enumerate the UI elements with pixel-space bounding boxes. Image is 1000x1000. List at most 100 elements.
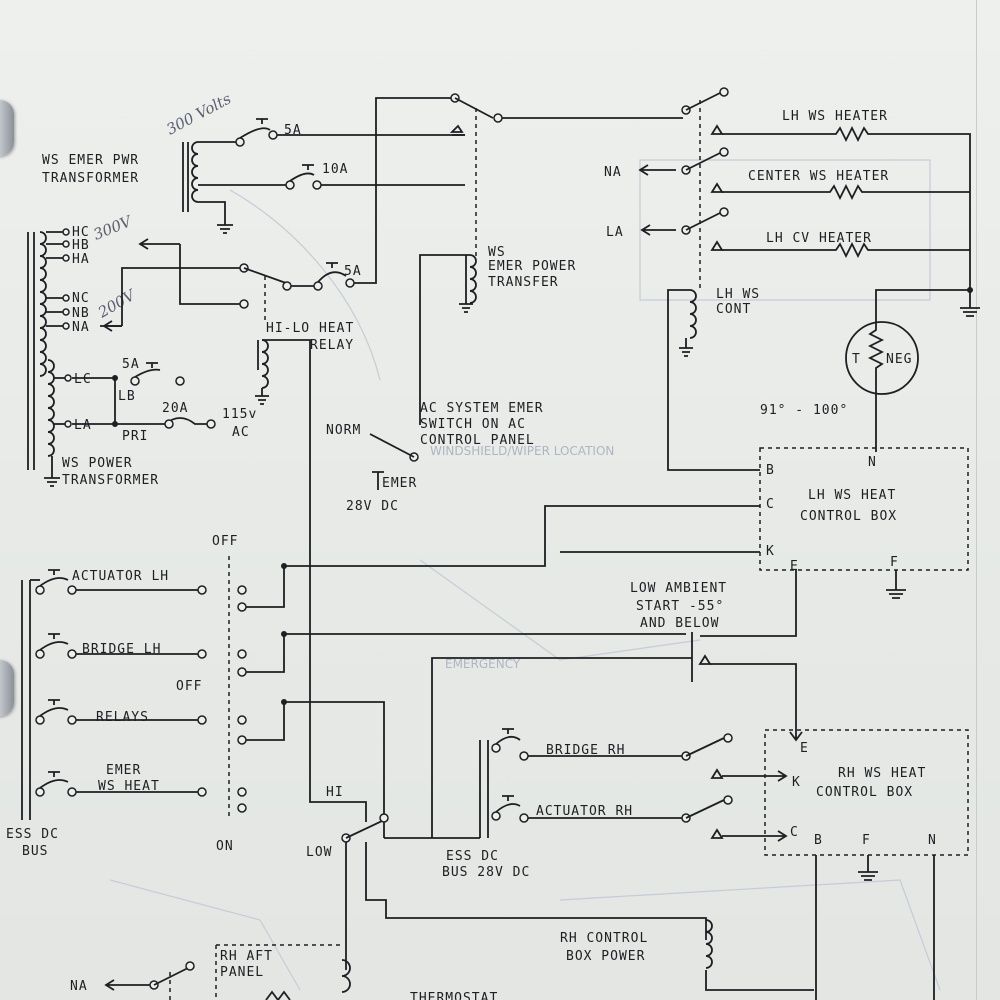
rh-aft-panel-label-2: PANEL	[220, 965, 264, 980]
relays-label: RELAYS	[96, 710, 149, 725]
rh-box-pin-e: E	[800, 741, 809, 756]
bottom-section: NA RH AFT PANEL THERMOSTAT	[70, 944, 498, 1000]
ws-transfer-label-2: EMER POWER	[488, 259, 576, 274]
ac-emer-label-3: CONTROL PANEL	[420, 433, 535, 448]
actuator-rh-label: ACTUATOR RH	[536, 804, 633, 819]
rh-ws-heat-control-box: E K C B F N RH WS HEAT CONTROL BOX	[764, 729, 969, 1000]
bleed-text-1: WINDSHIELD/WIPER LOCATION	[430, 444, 614, 458]
hi-label: HI	[326, 785, 344, 800]
thermostat-label: THERMOSTAT	[410, 991, 498, 1000]
rh-box-pin-b: B	[814, 833, 823, 848]
na-right-label: NA	[604, 165, 622, 180]
low-ambient-label-2: START -55°	[636, 599, 724, 614]
ws-emer-pwr-label-1: WS EMER PWR	[42, 153, 139, 168]
handwritten-300v: 300V	[91, 211, 136, 243]
page-margin-line	[976, 0, 977, 1000]
lh-box-pin-k: K	[766, 544, 775, 559]
emer-ws-heat-label-1: EMER	[106, 763, 141, 778]
rh-box-title-1: RH WS HEAT	[838, 766, 926, 781]
ac-emer-label-2: SWITCH ON AC	[420, 417, 526, 432]
handwritten-300-volts: 300 Volts	[163, 89, 234, 138]
tap-ha: HA	[72, 252, 90, 267]
off-mid-label: OFF	[176, 679, 202, 694]
cb-5a-lb-label: 5A	[122, 357, 140, 372]
emer-ws-heat-label-2: WS HEAT	[98, 779, 160, 794]
ws-transfer-label-3: TRANSFER	[488, 275, 559, 290]
rh-aft-panel-label-1: RH AFT	[220, 949, 273, 964]
rh-box-pin-k: K	[792, 775, 801, 790]
rh-power-label-1: RH CONTROL	[560, 931, 648, 946]
temp-range-label: 91° - 100°	[760, 403, 848, 418]
thermistor-sensor: T NEG 91° - 100°	[760, 289, 970, 452]
hi-lo-heat-relay: HI-LO HEAT RELAY	[255, 321, 354, 790]
low-label: LOW	[306, 845, 332, 860]
lh-box-pin-f: F	[890, 555, 899, 570]
cb-5a-mid-label: 5A	[344, 264, 362, 279]
tap-na: NA	[72, 320, 90, 335]
na-bottom-label: NA	[70, 979, 88, 994]
bleed-text-2: EMERGENCY	[445, 657, 521, 671]
ws-emer-pwr-transformer: WS EMER PWR TRANSFORMER 5A 10A	[42, 118, 465, 234]
ws-emer-power-transfer-relay: WS EMER POWER TRANSFER	[419, 93, 683, 425]
la-right-label: LA	[606, 225, 624, 240]
tap-hb: HB	[72, 238, 90, 253]
rh-box-pin-c: C	[790, 825, 799, 840]
rh-control-box-power-relay: RH CONTROL BOX POWER	[560, 919, 814, 991]
ws-emer-pwr-label-2: TRANSFORMER	[42, 171, 139, 186]
on-label: ON	[216, 839, 234, 854]
tap-nc: NC	[72, 291, 90, 306]
rh-box-pin-n: N	[928, 833, 937, 848]
tap-hc: HC	[72, 225, 90, 240]
lh-ws-heat-control-box: B C K E F N LH WS HEAT CONTROL BOX	[284, 447, 969, 637]
terminal	[235, 137, 245, 147]
lh-box-pin-e: E	[790, 559, 799, 574]
hi-lo-relay-label-1: HI-LO HEAT	[266, 321, 354, 336]
binder-ring-bottom	[0, 660, 14, 716]
off-top-label: OFF	[212, 534, 238, 549]
ws-transfer-label-1: WS	[488, 245, 506, 260]
lh-ws-heater-label: LH WS HEATER	[782, 109, 888, 124]
ac-system-emer-switch: AC SYSTEM EMER SWITCH ON AC CONTROL PANE…	[326, 401, 544, 514]
lh-box-title-1: LH WS HEAT	[808, 488, 896, 503]
ess-dc-bus-28-label-2: BUS 28V DC	[442, 865, 530, 880]
terminal	[312, 180, 322, 190]
ws-power-label-2: TRANSFORMER	[62, 473, 159, 488]
thermistor-t-label: T	[852, 352, 861, 367]
pri-label: PRI	[122, 429, 148, 444]
terminal	[285, 180, 295, 190]
tap-nb: NB	[72, 306, 90, 321]
actuator-lh-label: ACTUATOR LH	[72, 569, 169, 584]
rh-box-title-2: CONTROL BOX	[816, 785, 913, 800]
ws-power-label-1: WS POWER	[62, 456, 133, 471]
hi-low-relay-contacts: HI LOW	[306, 785, 707, 970]
lh-box-pin-b: B	[766, 463, 775, 478]
rh-bus-switches: BRIDGE RH ACTUATOR RH ESS DC BUS 28V DC	[442, 728, 788, 880]
ess-dc-bus-28-label-1: ESS DC	[446, 849, 499, 864]
ws-power-transformer: HC HB HA NC NB NA LC LA WS POWER TRANSFO…	[27, 225, 256, 488]
lh-box-pin-n: N	[868, 455, 877, 470]
lh-ws-cont-label-2: CONT	[716, 302, 751, 317]
rh-power-label-2: BOX POWER	[566, 949, 645, 964]
center-ws-heater-label: CENTER WS HEATER	[748, 169, 889, 184]
hi-lo-selector-switch: 5A	[239, 97, 455, 324]
cb-10a-label: 10A	[322, 162, 348, 177]
bridge-rh-label: BRIDGE RH	[546, 743, 625, 758]
lb-label: LB	[118, 389, 136, 404]
bleed-through-graphics: WINDSHIELD/WIPER LOCATION EMERGENCY	[109, 159, 941, 991]
ac-label: AC	[232, 425, 250, 440]
rh-box-pin-f: F	[862, 833, 871, 848]
heat-switch-panel: OFF ACTUATOR LH BRIDGE LH	[6, 534, 686, 859]
ess-dc-bus-label-1: ESS DC	[6, 827, 59, 842]
tap-la: LA	[74, 418, 92, 433]
lh-ws-cont-label-1: LH WS	[716, 287, 760, 302]
cb-20a-label: 20A	[162, 401, 188, 416]
low-ambient-start-switch: LOW AMBIENT START -55° AND BELOW	[431, 581, 803, 838]
thermistor-neg-label: NEG	[886, 352, 912, 367]
hi-lo-relay-label-2: RELAY	[310, 338, 354, 353]
binder-ring-top	[0, 100, 14, 156]
ac-emer-label-1: AC SYSTEM EMER	[420, 401, 544, 416]
ess-dc-bus-label-2: BUS	[22, 844, 48, 859]
28v-dc-label: 28V DC	[346, 499, 399, 514]
tap-lc: LC	[74, 372, 92, 387]
